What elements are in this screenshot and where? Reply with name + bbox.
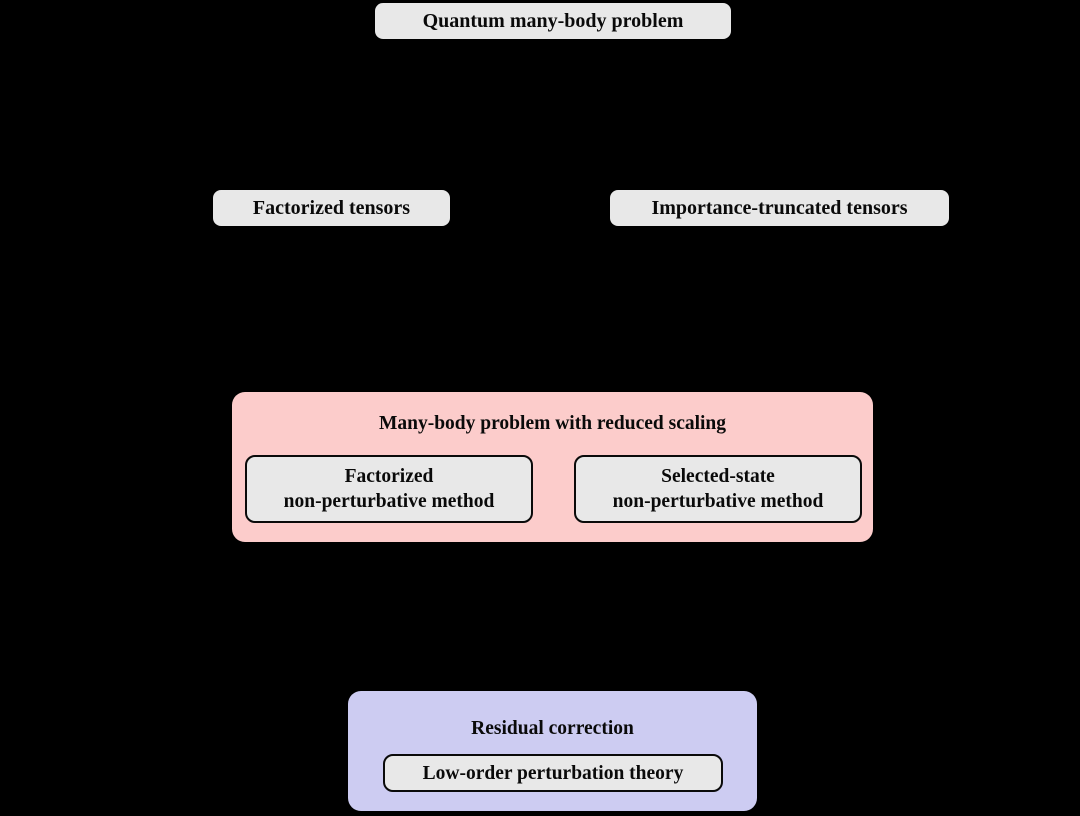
group-reduced-scaling: Many-body problem with reduced scaling F… xyxy=(232,392,873,542)
node-low-order-perturbation-theory: Low-order perturbation theory xyxy=(383,754,723,792)
node-factorized-method-line1: Factorized xyxy=(344,466,434,487)
node-selected-state-method-line2: non-perturbative method xyxy=(612,491,824,512)
group-residual-correction-title: Residual correction xyxy=(471,718,634,739)
group-reduced-scaling-title: Many-body problem with reduced scaling xyxy=(378,413,727,434)
group-residual-correction: Residual correction Low-order perturbati… xyxy=(348,691,757,811)
node-factorized-non-perturbative-method: Factorized non-perturbative method xyxy=(245,455,533,523)
node-importance-truncated-tensors: Importance-truncated tensors xyxy=(610,190,949,226)
node-quantum-many-body-problem: Quantum many-body problem xyxy=(375,3,731,39)
node-factorized-tensors-label: Factorized tensors xyxy=(252,196,411,219)
node-factorized-method-line2: non-perturbative method xyxy=(283,491,495,512)
node-low-order-perturbation-theory-label: Low-order perturbation theory xyxy=(422,762,684,784)
node-quantum-label: Quantum many-body problem xyxy=(422,9,684,32)
node-selected-state-method-line1: Selected-state xyxy=(661,466,775,487)
node-factorized-tensors: Factorized tensors xyxy=(213,190,450,226)
node-importance-truncated-tensors-label: Importance-truncated tensors xyxy=(651,196,908,219)
node-selected-state-non-perturbative-method: Selected-state non-perturbative method xyxy=(574,455,862,523)
